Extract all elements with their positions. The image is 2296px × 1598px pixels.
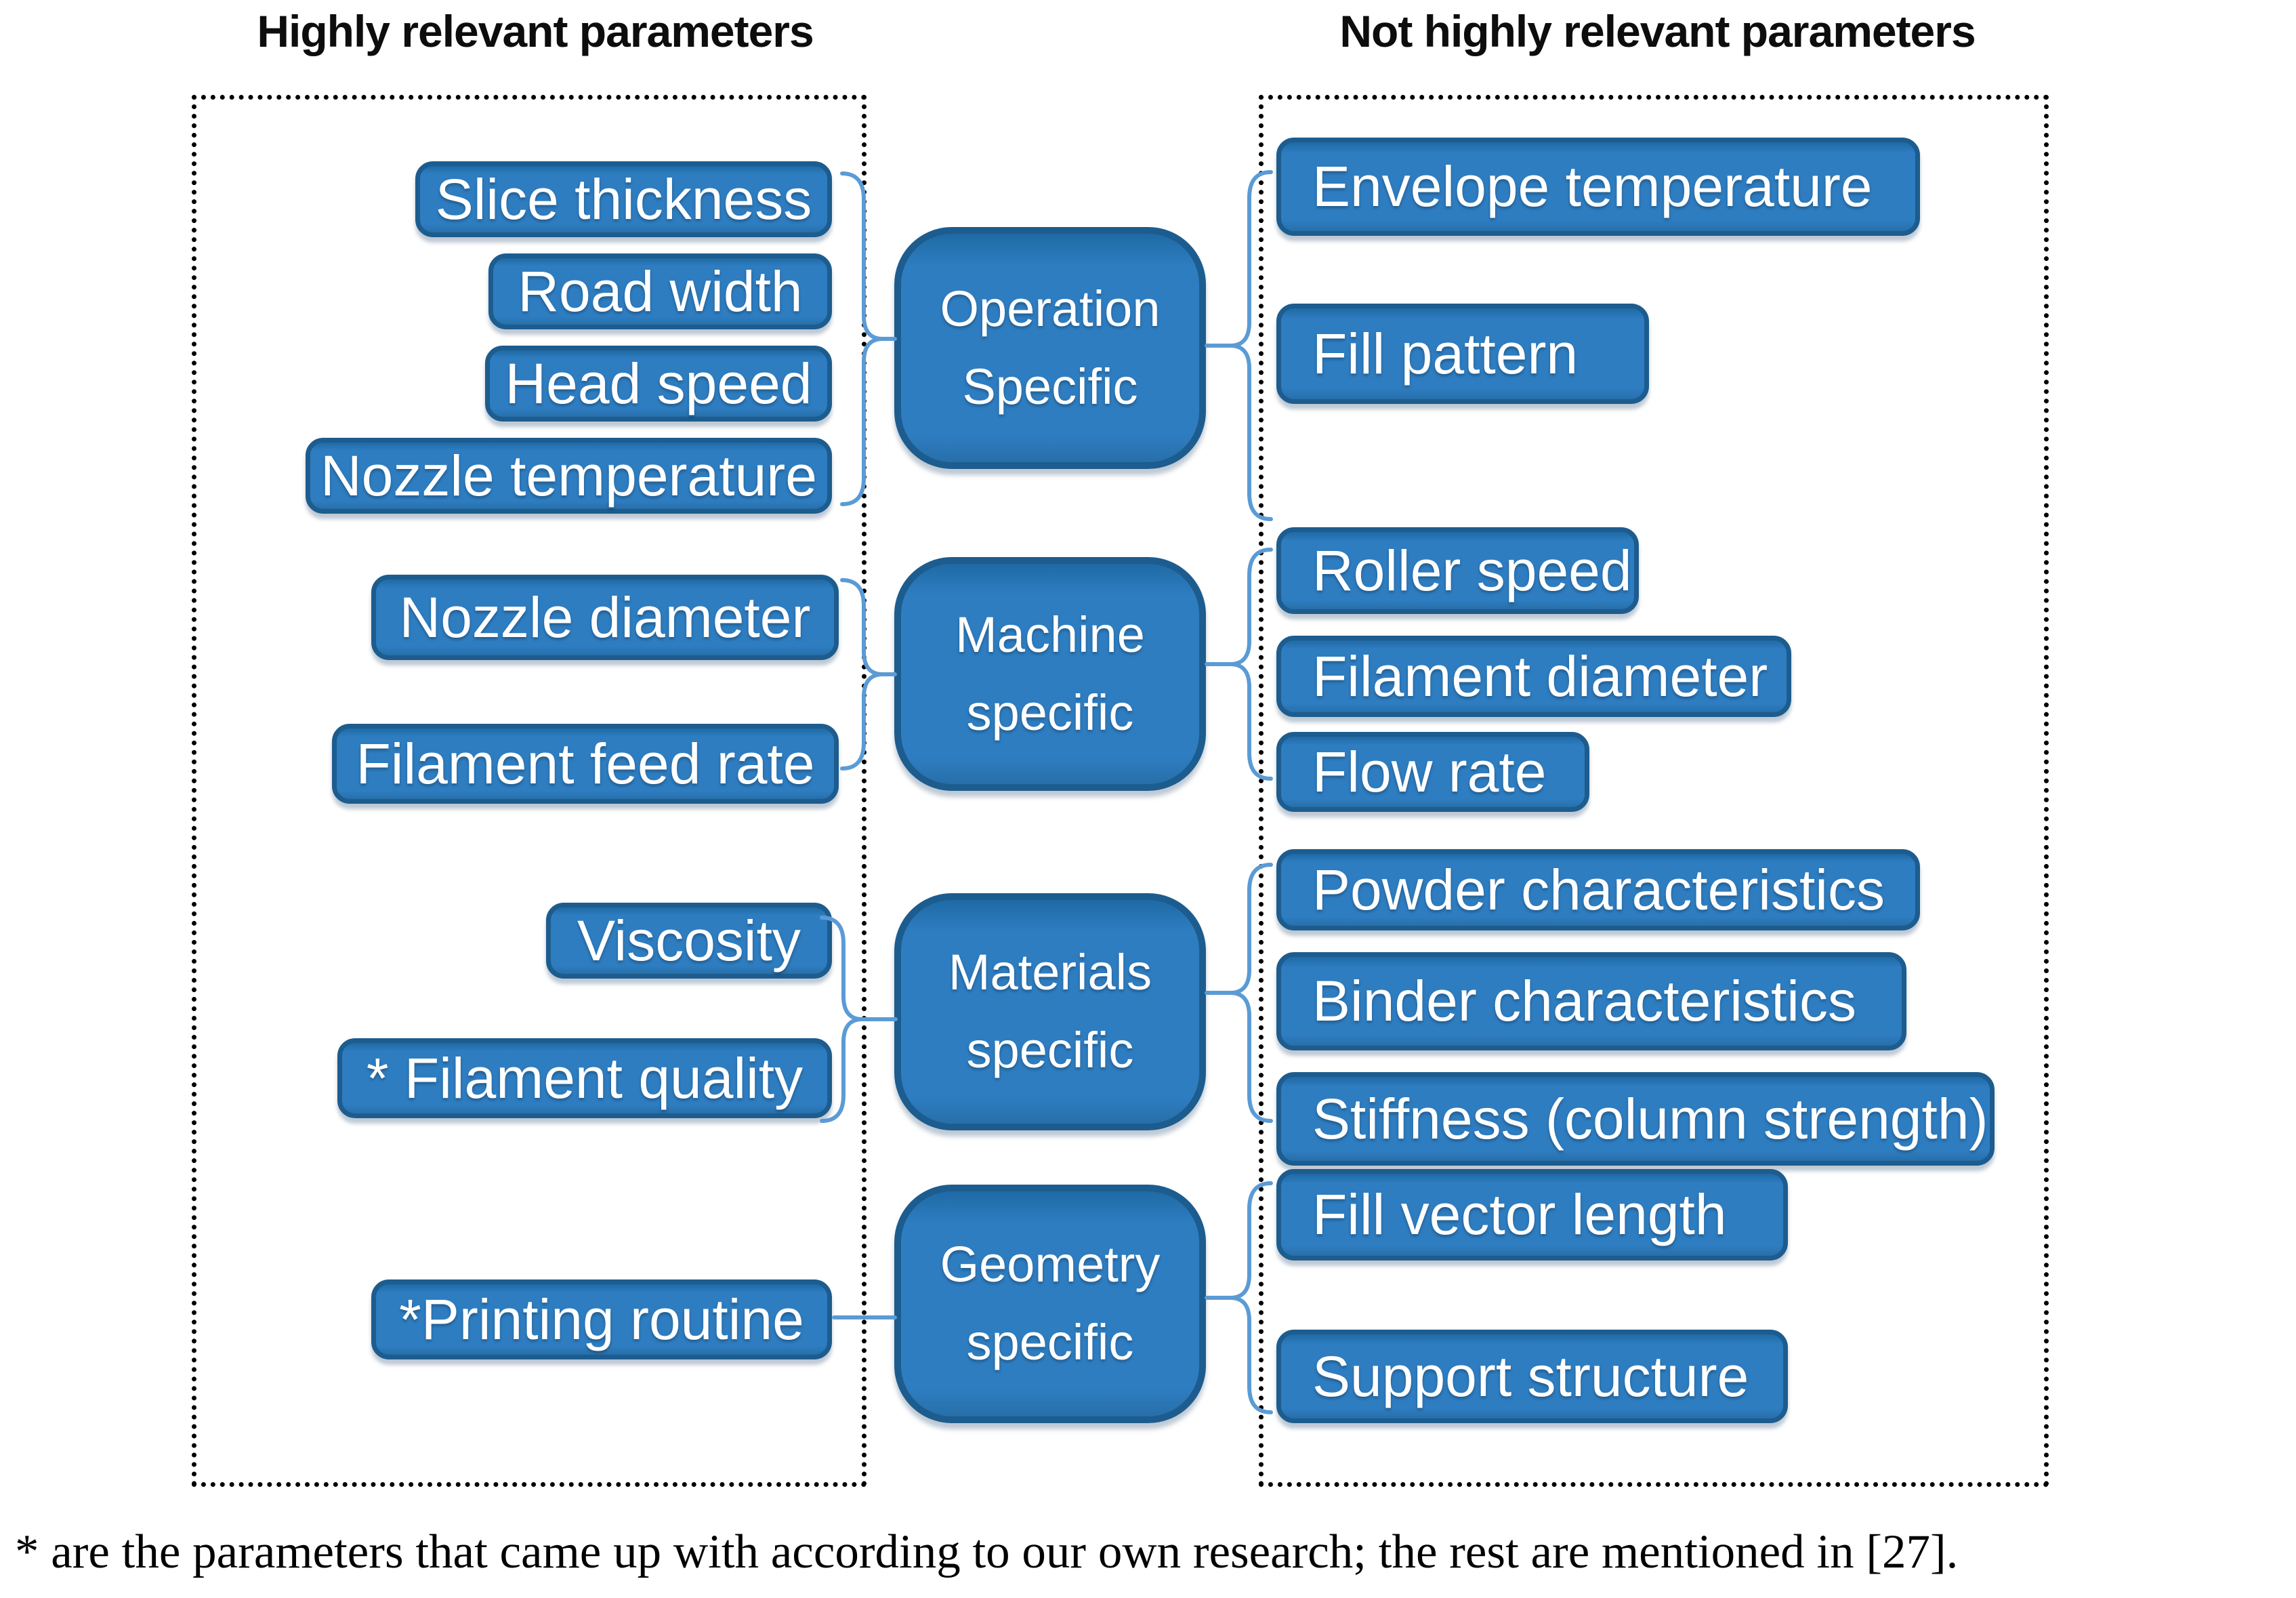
brace-materials-right <box>1230 863 1273 1123</box>
connector-operation-left <box>881 337 897 341</box>
param-box-roller-speed: Roller speed <box>1276 527 1639 614</box>
category-label-line1: Geometry <box>940 1236 1161 1293</box>
not-highly-relevant-group-border <box>1259 95 2049 1487</box>
param-box-powder-characteristics: Powder characteristics <box>1276 849 1920 930</box>
param-box-road-width: Road width <box>488 253 832 329</box>
connector-materials-left <box>860 1017 898 1021</box>
param-box-binder-characteristics: Binder characteristics <box>1276 952 1906 1050</box>
category-label-line1: Materials <box>948 944 1152 1001</box>
param-box-nozzle-diameter: Nozzle diameter <box>371 575 839 660</box>
param-box-fill-pattern: Fill pattern <box>1276 304 1649 404</box>
connector-operation-right <box>1205 344 1232 348</box>
brace-materials-left <box>820 916 863 1123</box>
param-box-nozzle-temperature: Nozzle temperature <box>306 438 832 514</box>
category-label-line2: Specific <box>962 358 1138 415</box>
connector-geometry-left <box>832 1315 897 1319</box>
connector-machine-left <box>881 672 897 676</box>
right-column-title: Not highly relevant parameters <box>1339 6 1976 56</box>
category-label-line2: specific <box>966 684 1134 741</box>
param-box-stiffness: Stiffness (column strength) <box>1276 1072 1995 1166</box>
param-box-filament-feed-rate: Filament feed rate <box>332 724 839 804</box>
param-box-head-speed: Head speed <box>485 346 832 422</box>
highly-relevant-group-border <box>192 95 867 1487</box>
brace-operation-left <box>840 171 883 506</box>
param-box-fill-vector-length: Fill vector length <box>1276 1169 1788 1261</box>
brace-operation-right <box>1230 170 1273 521</box>
category-label-line1: Machine <box>955 606 1145 663</box>
connector-geometry-right <box>1205 1296 1232 1300</box>
param-box-support-structure: Support structure <box>1276 1330 1788 1423</box>
category-label-line1: Operation <box>940 280 1161 337</box>
param-box-slice-thickness: Slice thickness <box>415 161 832 237</box>
left-column-title: Highly relevant parameters <box>257 6 814 56</box>
category-box-machine-specific: Machine specific <box>894 557 1206 791</box>
connector-materials-right <box>1205 991 1232 995</box>
category-label-line2: specific <box>966 1022 1134 1078</box>
category-box-geometry-specific: Geometry specific <box>894 1185 1206 1423</box>
category-label-line2: specific <box>966 1314 1134 1370</box>
brace-machine-right <box>1230 548 1273 781</box>
param-box-filament-quality: * Filament quality <box>337 1038 832 1118</box>
param-box-flow-rate: Flow rate <box>1276 732 1589 812</box>
brace-geometry-right <box>1230 1181 1273 1414</box>
category-box-materials-specific: Materials specific <box>894 893 1206 1130</box>
brace-machine-left <box>840 578 883 771</box>
connector-machine-right <box>1205 662 1232 666</box>
param-box-envelope-temperature: Envelope temperature <box>1276 138 1920 236</box>
footnote: * are the parameters that came up with a… <box>15 1525 1959 1578</box>
category-box-operation-specific: Operation Specific <box>894 227 1206 469</box>
param-box-filament-diameter: Filament diameter <box>1276 636 1791 717</box>
param-box-viscosity: Viscosity <box>546 903 832 979</box>
param-box-printing-routine: *Printing routine <box>371 1279 832 1359</box>
